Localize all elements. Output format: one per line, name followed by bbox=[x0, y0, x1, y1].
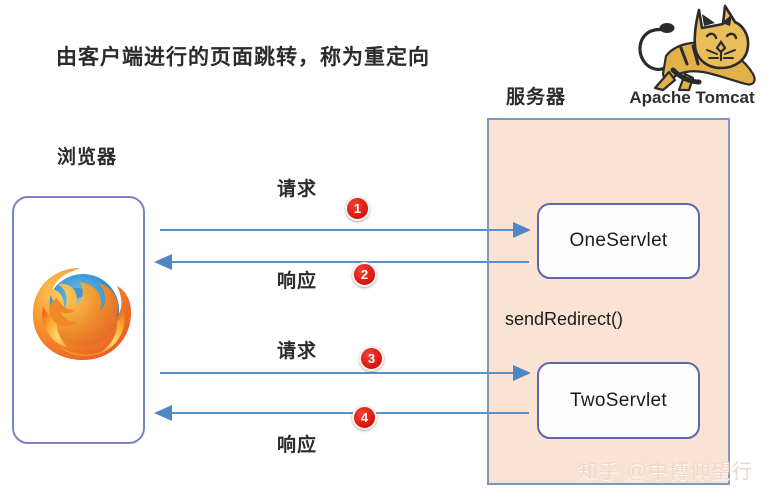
tomcat-wordmark: Apache Tomcat bbox=[629, 88, 755, 107]
step-badge-1: 1 bbox=[345, 196, 370, 221]
one-servlet-box[interactable]: OneServlet bbox=[537, 203, 700, 279]
server-label: 服务器 bbox=[506, 87, 567, 108]
firefox-icon bbox=[32, 268, 132, 360]
flow-label-response-2: 响应 bbox=[277, 271, 318, 292]
send-redirect-label: sendRedirect() bbox=[505, 309, 624, 329]
flow-label-response-4: 响应 bbox=[277, 435, 318, 456]
flow-label-request-1: 请求 bbox=[277, 179, 318, 200]
two-servlet-label: TwoServlet bbox=[570, 389, 667, 411]
browser-label: 浏览器 bbox=[57, 147, 118, 168]
step-badge-2: 2 bbox=[352, 262, 377, 287]
flow-label-request-3: 请求 bbox=[277, 341, 318, 362]
two-servlet-box[interactable]: TwoServlet bbox=[537, 362, 700, 439]
browser-panel bbox=[12, 196, 145, 444]
step-badge-4: 4 bbox=[352, 405, 377, 430]
step-badge-3: 3 bbox=[359, 346, 384, 371]
page-title: 由客户端进行的页面跳转，称为重定向 bbox=[56, 46, 430, 69]
tomcat-cat-icon bbox=[638, 4, 756, 92]
watermark: 知乎 @中博仰望行 bbox=[578, 461, 753, 483]
one-servlet-label: OneServlet bbox=[569, 230, 668, 251]
